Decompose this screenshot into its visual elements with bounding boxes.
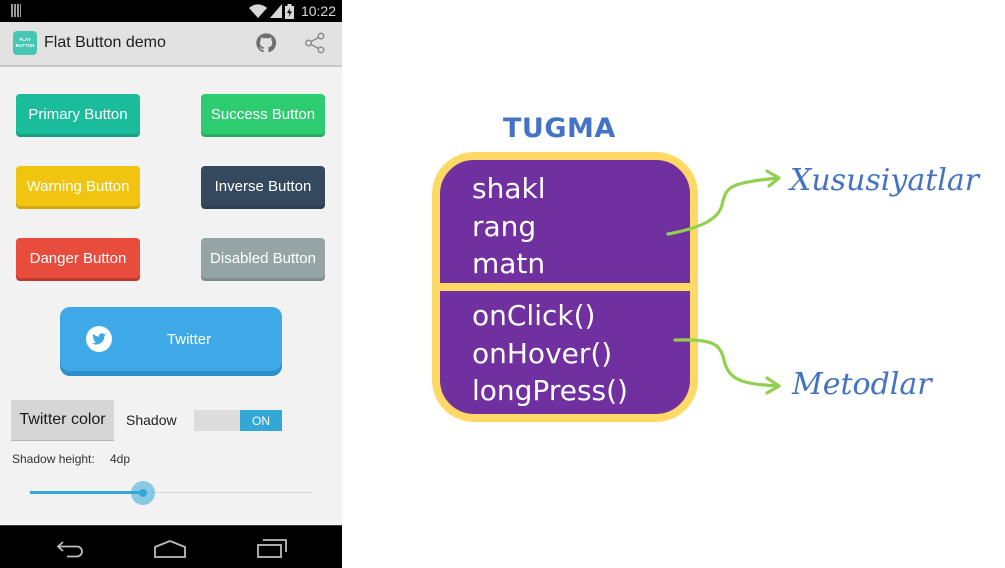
attribute-item: shakl: [472, 172, 546, 205]
methods-section: onClick() onHover() longPress(): [472, 297, 628, 410]
inverse-button[interactable]: Inverse Button: [201, 166, 325, 206]
slider-thumb[interactable]: [138, 489, 147, 497]
back-icon[interactable]: [55, 538, 89, 558]
app-logo-line-2: BUTTON: [15, 43, 35, 48]
danger-button[interactable]: Danger Button: [16, 238, 140, 278]
warning-button[interactable]: Warning Button: [16, 166, 140, 206]
disabled-button[interactable]: Disabled Button: [201, 238, 325, 278]
attribute-item: matn: [472, 247, 546, 280]
shadow-height-value: 4dp: [110, 452, 131, 466]
shadow-toggle-state: ON: [240, 410, 282, 431]
slider-track: [30, 492, 312, 493]
success-button[interactable]: Success Button: [201, 94, 325, 134]
section-divider: [440, 283, 690, 291]
home-icon[interactable]: [153, 539, 187, 559]
properties-arrowhead: [765, 169, 781, 188]
system-icons: 10:22: [248, 2, 336, 20]
status-bar: 10:22: [0, 0, 342, 22]
twitter-button-label: Twitter: [166, 331, 212, 348]
wifi-icon: [248, 4, 267, 18]
battery-icon: [284, 3, 294, 19]
app-logo-line-1: FLAT: [19, 37, 31, 42]
github-icon[interactable]: [255, 32, 277, 54]
app-title: Flat Button demo: [44, 34, 166, 51]
share-icon[interactable]: [304, 32, 326, 54]
twitter-button[interactable]: Twitter: [60, 307, 282, 371]
app-logo: FLAT BUTTON: [13, 31, 37, 55]
methods-arrowhead: [765, 376, 781, 395]
twitter-icon: [86, 326, 112, 352]
method-item: onHover(): [472, 336, 613, 370]
method-item: longPress(): [472, 374, 628, 407]
navigation-bar: [0, 525, 342, 568]
methods-callout: Metodlar: [792, 367, 932, 402]
button-class-box: shakl rang matn onClick() onHover() long…: [432, 152, 698, 422]
shadow-label: Shadow: [126, 412, 177, 428]
primary-button[interactable]: Primary Button: [16, 94, 140, 134]
notification-icon: [11, 4, 21, 17]
attribute-item: rang: [472, 209, 537, 243]
slider-fill: [30, 491, 143, 494]
android-phone-screen: 10:22 FLAT BUTTON Flat Button demo Prima…: [0, 0, 342, 568]
diagram-title: TUGMA: [503, 113, 616, 144]
shadow-height-label: Shadow height:: [12, 452, 95, 466]
attributes-section: shakl rang matn: [472, 170, 546, 283]
shadow-height-slider[interactable]: [30, 480, 312, 506]
action-bar: FLAT BUTTON Flat Button demo: [0, 22, 342, 67]
method-item: onClick(): [472, 299, 596, 332]
signal-icon: [269, 4, 282, 18]
clock: 10:22: [300, 3, 336, 19]
recent-apps-icon[interactable]: [255, 537, 289, 559]
properties-callout: Xususiyatlar: [790, 163, 980, 198]
twitter-color-button[interactable]: Twitter color: [11, 400, 114, 441]
shadow-toggle[interactable]: ON: [194, 410, 282, 431]
